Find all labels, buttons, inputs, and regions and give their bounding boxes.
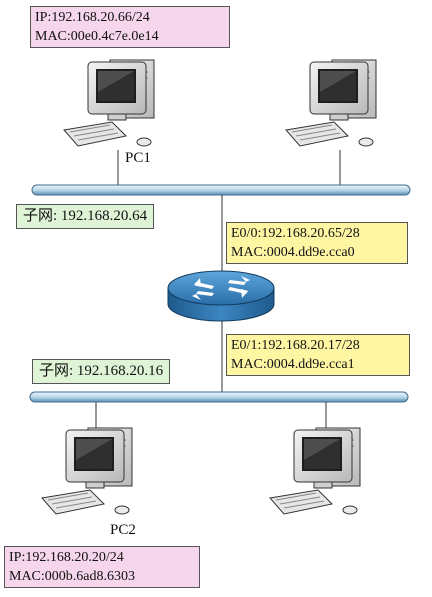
pc1-label: PC1 bbox=[125, 150, 151, 166]
pc1-address-box: IP:192.168.20.66/24 MAC:00e0.4c7e.0e14 bbox=[30, 6, 230, 48]
top-subnet-bus bbox=[31, 184, 411, 196]
router-icon bbox=[167, 270, 275, 322]
host-top-right-computer-icon bbox=[285, 59, 377, 147]
router-e01-ip: E0/1:192.168.20.17/28 bbox=[231, 338, 360, 353]
router-e00-mac: MAC:0004.dd9e.cca0 bbox=[231, 245, 355, 260]
pc2-label: PC2 bbox=[110, 522, 136, 538]
pc2-computer-icon bbox=[41, 427, 133, 515]
pc2-mac: MAC:000b.6ad8.6303 bbox=[9, 569, 135, 584]
host-bottom-right-computer-icon bbox=[269, 427, 361, 515]
subnet-bottom-label: 子网: 192.168.20.16 bbox=[32, 359, 171, 384]
router-e01-box: E0/1:192.168.20.17/28 MAC:0004.dd9e.cca1 bbox=[226, 334, 410, 376]
pc1-mac: MAC:00e0.4c7e.0e14 bbox=[35, 29, 159, 44]
pc2-ip: IP:192.168.20.20/24 bbox=[9, 550, 124, 565]
bottom-subnet-bus bbox=[29, 391, 409, 403]
router-e00-ip: E0/0:192.168.20.65/28 bbox=[231, 226, 360, 241]
subnet-top-label: 子网: 192.168.20.64 bbox=[16, 204, 155, 229]
router-e00-box: E0/0:192.168.20.65/28 MAC:0004.dd9e.cca0 bbox=[226, 222, 408, 264]
router-e01-mac: MAC:0004.dd9e.cca1 bbox=[231, 357, 355, 372]
pc2-address-box: IP:192.168.20.20/24 MAC:000b.6ad8.6303 bbox=[4, 546, 200, 588]
pc1-ip: IP:192.168.20.66/24 bbox=[35, 10, 150, 25]
pc1-computer-icon bbox=[63, 59, 155, 147]
